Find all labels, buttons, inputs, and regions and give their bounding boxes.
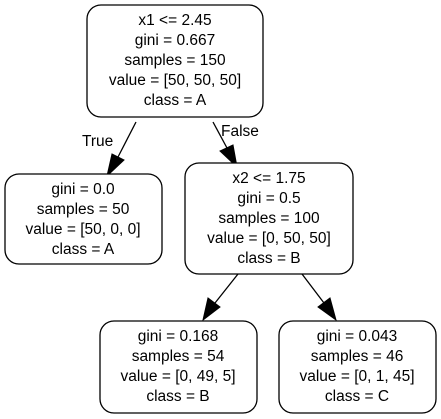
node-split-rule: x1 <= 2.45	[138, 12, 211, 29]
node-box	[278, 320, 437, 414]
node-box	[86, 4, 264, 118]
node-class: class = C	[325, 388, 389, 405]
node-samples: samples = 46	[311, 348, 404, 365]
tree-node-left: gini = 0.0 samples = 50 value = [50, 0, …	[4, 173, 163, 265]
node-gini: gini = 0.5	[237, 190, 300, 207]
node-value: value = [50, 0, 0]	[25, 221, 140, 238]
node-gini: gini = 0.0	[51, 181, 115, 198]
node-gini: gini = 0.043	[317, 328, 398, 345]
node-value: value = [50, 50, 50]	[109, 72, 241, 89]
node-samples: samples = 150	[124, 52, 226, 69]
node-box	[99, 320, 258, 414]
tree-node-right-right: gini = 0.043 samples = 46 value = [0, 1,…	[278, 320, 437, 414]
node-box	[184, 162, 354, 275]
edge-label-false: False	[221, 123, 259, 140]
node-class: class = B	[146, 388, 209, 405]
node-class: class = A	[52, 241, 115, 258]
node-class: class = B	[237, 250, 300, 267]
tree-node-right: x2 <= 1.75 gini = 0.5 samples = 100 valu…	[184, 162, 354, 275]
node-samples: samples = 54	[132, 348, 225, 365]
edge-label-true: True	[82, 133, 113, 150]
node-box	[4, 173, 163, 265]
node-value: value = [0, 50, 50]	[207, 230, 331, 247]
node-gini: gini = 0.168	[138, 328, 219, 345]
tree-node-right-left: gini = 0.168 samples = 54 value = [0, 49…	[99, 320, 258, 414]
node-value: value = [0, 49, 5]	[120, 368, 235, 385]
edge-root-to-left	[106, 121, 137, 178]
edge-right-to-right-left	[202, 273, 239, 322]
node-class: class = A	[144, 92, 207, 109]
tree-node-root: x1 <= 2.45 gini = 0.667 samples = 150 va…	[86, 4, 264, 118]
node-samples: samples = 50	[37, 201, 130, 218]
edge-root-to-right	[212, 121, 238, 169]
node-split-rule: x2 <= 1.75	[232, 170, 305, 187]
edge-right-to-right-right	[301, 273, 337, 322]
node-value: value = [0, 1, 45]	[299, 368, 414, 385]
node-gini: gini = 0.667	[135, 32, 216, 49]
node-samples: samples = 100	[218, 210, 320, 227]
